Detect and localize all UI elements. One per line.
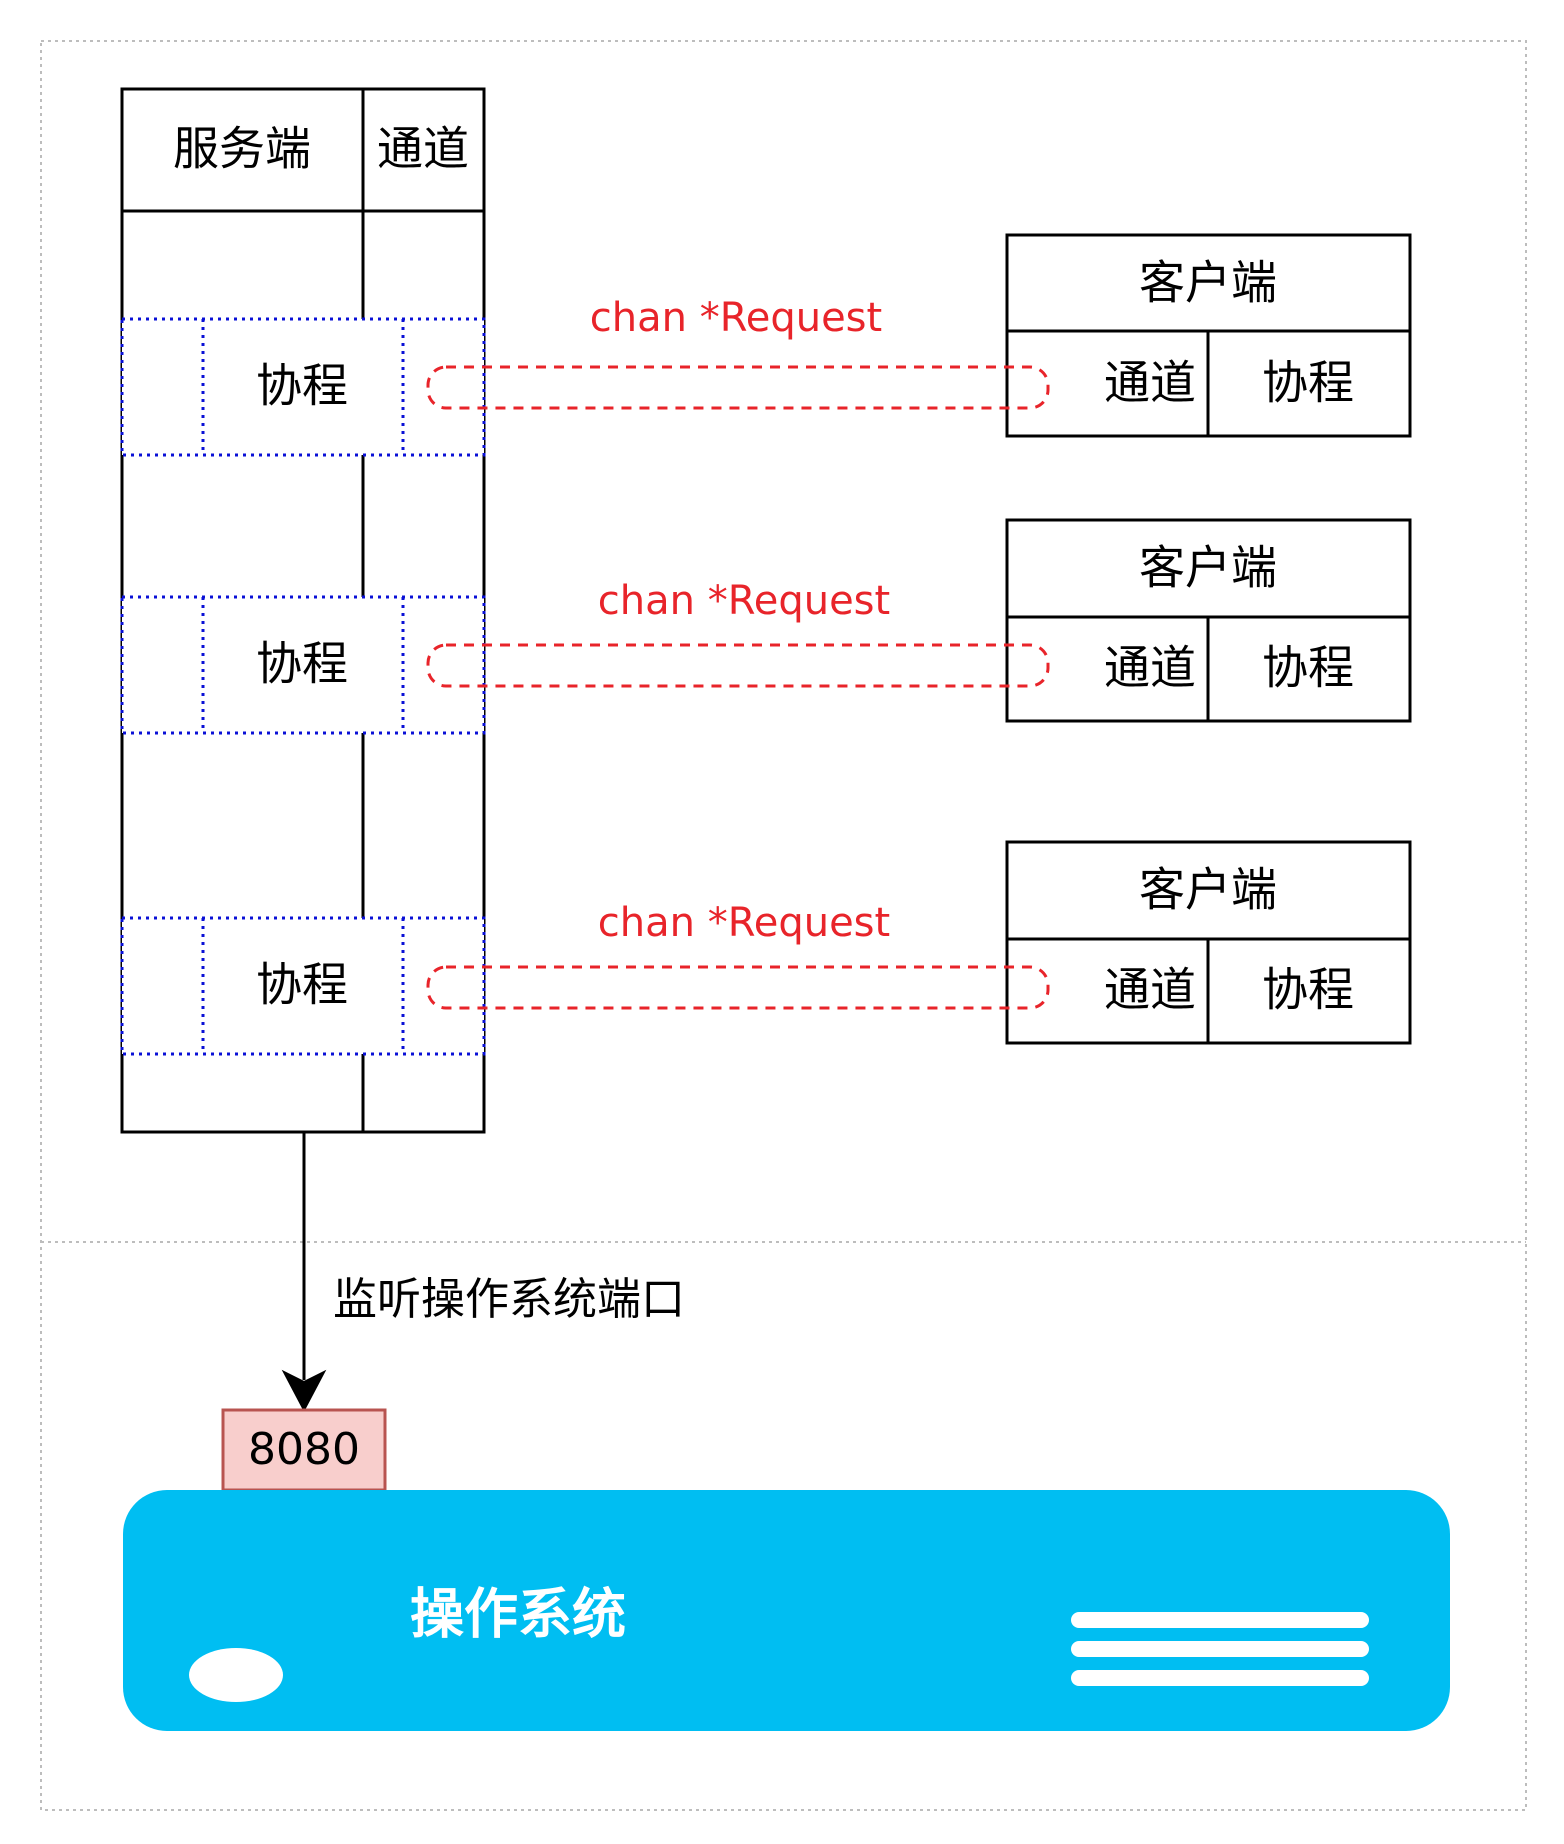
vent-line-icon: [1071, 1612, 1369, 1628]
port-box: 8080: [221, 1408, 387, 1492]
channel-connection-2: chan *Request: [426, 578, 1050, 688]
server-title: 服务端: [173, 122, 311, 176]
client-title: 客户端: [1139, 541, 1277, 595]
client-title: 客户端: [1139, 863, 1277, 917]
server-goroutine-row-2: 协程: [120, 595, 486, 735]
listen-arrow: [281, 1132, 327, 1413]
client-goroutine: 协程: [1262, 963, 1354, 1017]
client-goroutine: 协程: [1262, 641, 1354, 695]
port-label: 8080: [248, 1424, 360, 1475]
server-goroutine-label: 协程: [256, 637, 348, 691]
listen-label: 监听操作系统端口: [333, 1274, 685, 1325]
server-goroutine-row-3: 协程: [120, 916, 486, 1056]
power-indicator-icon: [189, 1648, 283, 1702]
client-channel: 通道: [1104, 963, 1196, 1017]
server-goroutine-label: 协程: [256, 958, 348, 1012]
client-table-3: 客户端 通道 协程: [1005, 840, 1412, 1045]
client-title: 客户端: [1139, 256, 1277, 310]
server-goroutine-label: 协程: [256, 359, 348, 413]
os-label: 操作系统: [410, 1583, 626, 1646]
server-channel-header: 通道: [377, 122, 469, 176]
vent-line-icon: [1071, 1670, 1369, 1686]
client-table-1: 客户端 通道 协程: [1005, 233, 1412, 438]
channel-label: chan *Request: [598, 578, 890, 624]
client-channel: 通道: [1104, 641, 1196, 695]
channel-label: chan *Request: [598, 900, 890, 946]
server-goroutine-row-1: 协程: [120, 317, 486, 457]
outer-frame: [40, 40, 1527, 1811]
client-goroutine: 协程: [1262, 356, 1354, 410]
vent-line-icon: [1071, 1641, 1369, 1657]
client-table-2: 客户端 通道 协程: [1005, 518, 1412, 723]
channel-connection-1: chan *Request: [426, 295, 1050, 410]
channel-connection-3: chan *Request: [426, 900, 1050, 1010]
os-device: 操作系统: [123, 1490, 1450, 1731]
channel-label: chan *Request: [590, 295, 882, 341]
client-channel: 通道: [1104, 356, 1196, 410]
